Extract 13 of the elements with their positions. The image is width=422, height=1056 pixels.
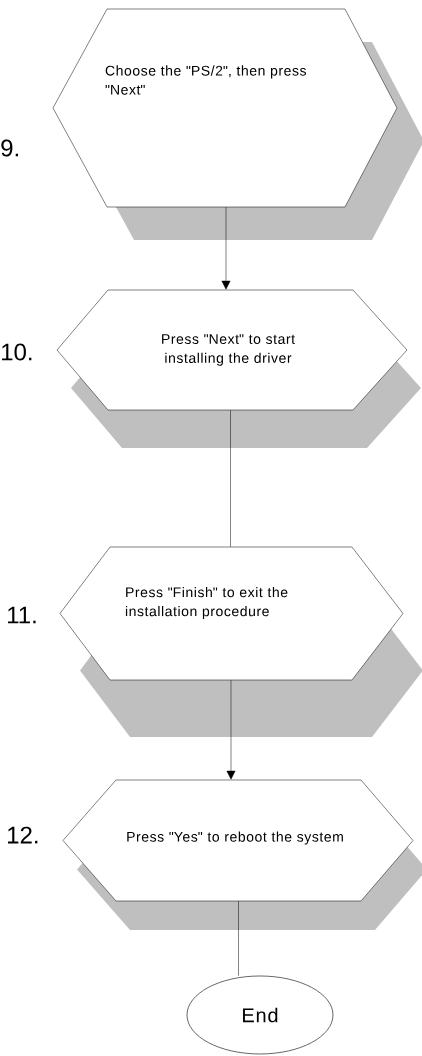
process-hexagon: Press "Finish" to exit the installation procedure (59, 546, 422, 737)
process-hexagon: Choose the "PS/2", then press "Next" (52, 8, 422, 240)
process-hexagon: Press "Yes" to reboot the system (62, 779, 422, 930)
connector-line (238, 900, 239, 976)
step-number: 10. (2, 343, 32, 361)
node-label: Press "Finish" to exit the (126, 586, 288, 598)
connector-line (230, 409, 231, 548)
step-number: 12. (8, 826, 38, 844)
arrow (226, 679, 236, 780)
process-hexagon: Press "Next" to start installing the driver (56, 289, 421, 448)
arrow (221, 206, 231, 290)
step-number: 11. (8, 606, 36, 624)
step-number: 9. (1, 139, 18, 157)
